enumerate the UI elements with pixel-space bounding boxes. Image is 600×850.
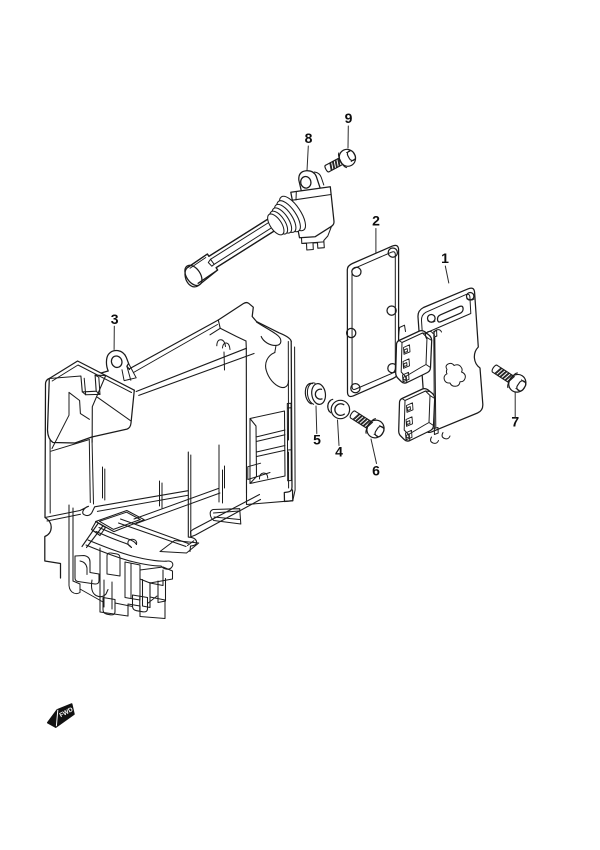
svg-text:4: 4 [335, 444, 343, 460]
svg-text:7: 7 [511, 414, 519, 430]
svg-text:2: 2 [372, 213, 380, 229]
svg-text:1: 1 [441, 250, 449, 266]
svg-text:5: 5 [313, 432, 321, 448]
svg-text:8: 8 [305, 130, 313, 146]
svg-text:6: 6 [372, 463, 380, 479]
svg-text:3: 3 [111, 311, 119, 327]
svg-text:9: 9 [345, 110, 353, 126]
